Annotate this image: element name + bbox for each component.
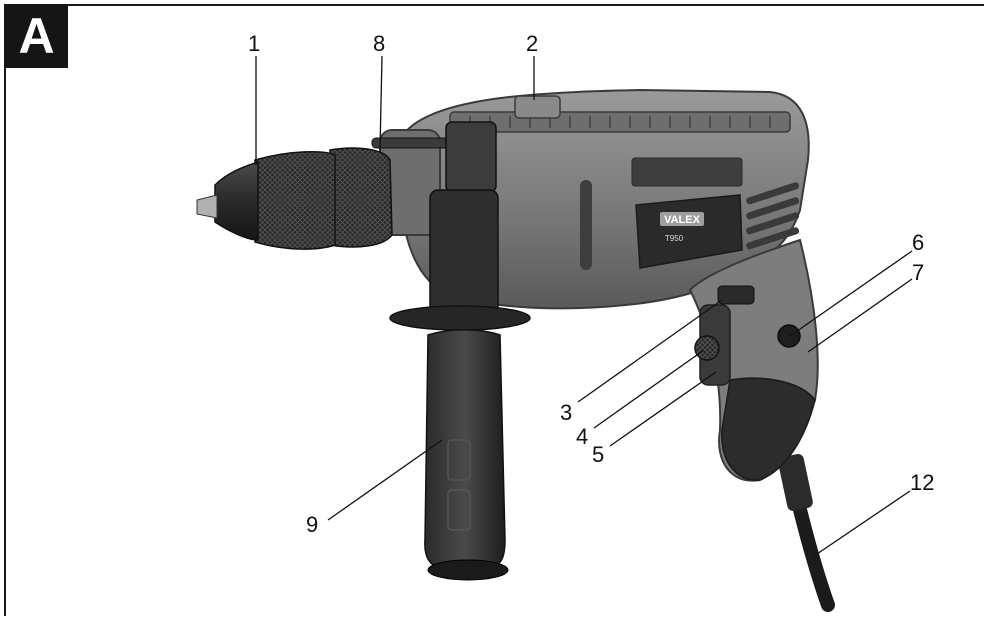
callout-3: 3 [560,400,573,425]
side-handle-endcap [427,559,509,581]
callout-5: 5 [592,442,605,467]
grip-overmold [721,377,816,481]
grip-inlay-bottom [447,489,471,531]
front-vent-slot [580,180,592,270]
figure-frame [4,4,984,616]
brand-label: VALEX [664,214,701,226]
brand-badge-bg [660,212,704,226]
figure-label-badge: A [4,4,68,68]
callout-4: 4 [576,424,589,449]
top-clamp-knob [514,95,561,119]
speed-dial [694,335,720,361]
callout-6: 6 [912,230,925,255]
chuck-jaws [196,194,218,219]
lock-button [777,324,801,348]
callout-1: 1 [248,31,261,56]
top-vent-panel [631,157,743,187]
depth-scale-rail [449,111,791,133]
side-handle-stem [429,189,499,321]
chuck-nose [214,160,259,241]
chuck-sleeve [254,150,336,250]
chuck-collar [329,147,393,248]
callout-12: 12 [910,470,935,495]
side-handle-clamp [445,121,497,193]
motor-vents [746,182,800,250]
mode-selector [717,285,755,305]
leader-lines [255,55,913,557]
cord-strain-relief [778,453,813,511]
callout-7: 7 [912,260,925,285]
model-label: T950 [665,234,684,243]
side-handle-grip [424,329,506,569]
callout-9: 9 [306,512,319,537]
grip-inlay-top [447,439,471,481]
callout-2: 2 [526,31,539,56]
callout-8: 8 [373,31,386,56]
side-handle-flange [389,305,531,331]
